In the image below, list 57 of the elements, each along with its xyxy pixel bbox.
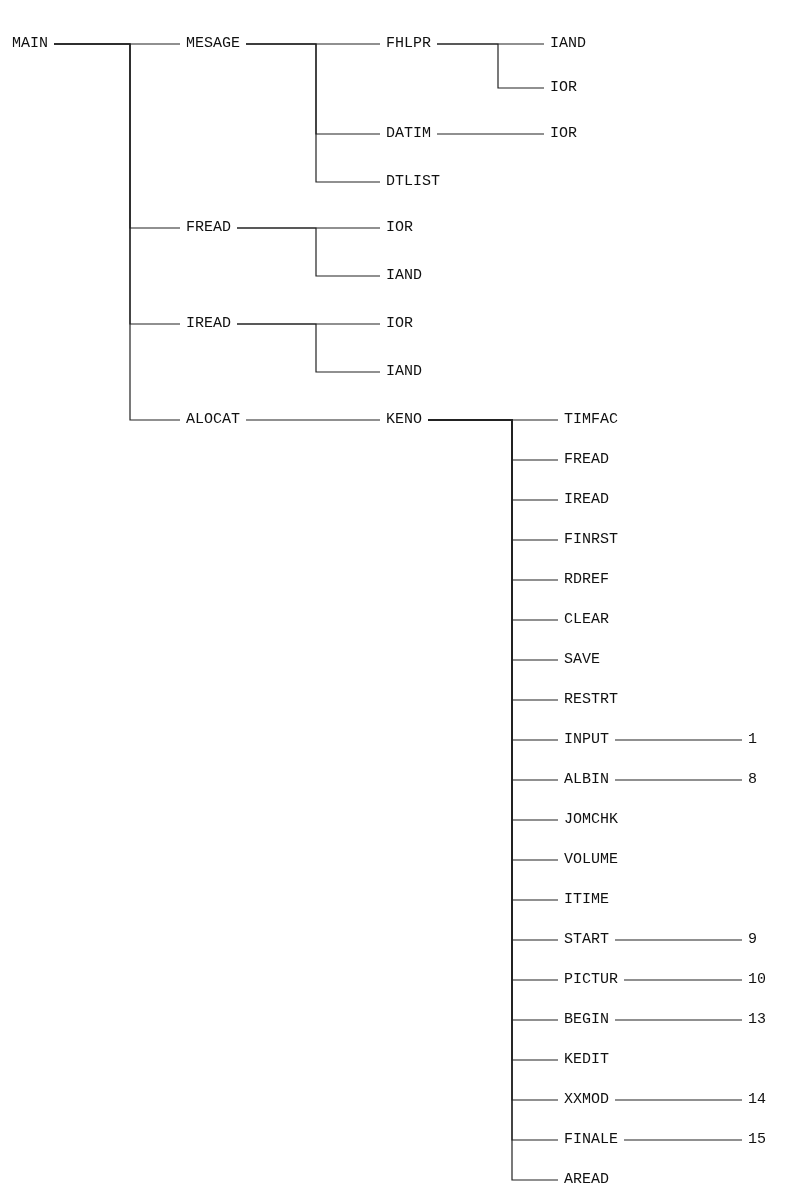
connector-line	[614, 1099, 743, 1101]
module-name: JOMCHK	[564, 811, 618, 829]
module-name: IOR	[550, 79, 577, 97]
module-name: IREAD	[564, 491, 609, 509]
connector-line	[436, 133, 545, 135]
module-name: RDREF	[564, 571, 609, 589]
connector-line	[245, 419, 381, 421]
reference-number: 13	[748, 1011, 766, 1029]
module-name: SAVE	[564, 651, 600, 669]
module-name: KEDIT	[564, 1051, 609, 1069]
connector-line	[236, 227, 381, 277]
connector-line	[614, 779, 743, 781]
module-name: IOR	[386, 315, 413, 333]
module-name: ITIME	[564, 891, 609, 909]
reference-number: 9	[748, 931, 757, 949]
reference-number: 15	[748, 1131, 766, 1149]
module-name: FHLPR	[386, 35, 431, 53]
module-name: BEGIN	[564, 1011, 609, 1029]
reference-number: 14	[748, 1091, 766, 1109]
connector-line	[614, 939, 743, 941]
module-name: PICTUR	[564, 971, 618, 989]
module-name: CLEAR	[564, 611, 609, 629]
module-name: IOR	[550, 125, 577, 143]
module-name: IAND	[386, 267, 422, 285]
module-name: FREAD	[186, 219, 231, 237]
module-name: IAND	[550, 35, 586, 53]
module-name: KENO	[386, 411, 422, 429]
module-name: DATIM	[386, 125, 431, 143]
module-name: RESTRT	[564, 691, 618, 709]
module-name: VOLUME	[564, 851, 618, 869]
module-name: MESAGE	[186, 35, 240, 53]
connector-line	[623, 979, 743, 981]
reference-number: 1	[748, 731, 757, 749]
module-name: IAND	[386, 363, 422, 381]
connector-line	[53, 43, 181, 421]
reference-number: 8	[748, 771, 757, 789]
module-name: FREAD	[564, 451, 609, 469]
module-name: INPUT	[564, 731, 609, 749]
module-name: TIMFAC	[564, 411, 618, 429]
module-name: DTLIST	[386, 173, 440, 191]
module-name: ALBIN	[564, 771, 609, 789]
connector-line	[614, 739, 743, 741]
connector-line	[436, 43, 545, 89]
module-name: FINRST	[564, 531, 618, 549]
module-name: MAIN	[12, 35, 48, 53]
reference-number: 10	[748, 971, 766, 989]
module-name: FINALE	[564, 1131, 618, 1149]
module-name: START	[564, 931, 609, 949]
module-name: XXMOD	[564, 1091, 609, 1109]
connector-line	[236, 323, 381, 373]
module-name: AREAD	[564, 1171, 609, 1189]
connector-line	[623, 1139, 743, 1141]
module-name: IREAD	[186, 315, 231, 333]
connector-line	[614, 1019, 743, 1021]
module-name: ALOCAT	[186, 411, 240, 429]
module-name: IOR	[386, 219, 413, 237]
connector-line	[245, 43, 381, 183]
